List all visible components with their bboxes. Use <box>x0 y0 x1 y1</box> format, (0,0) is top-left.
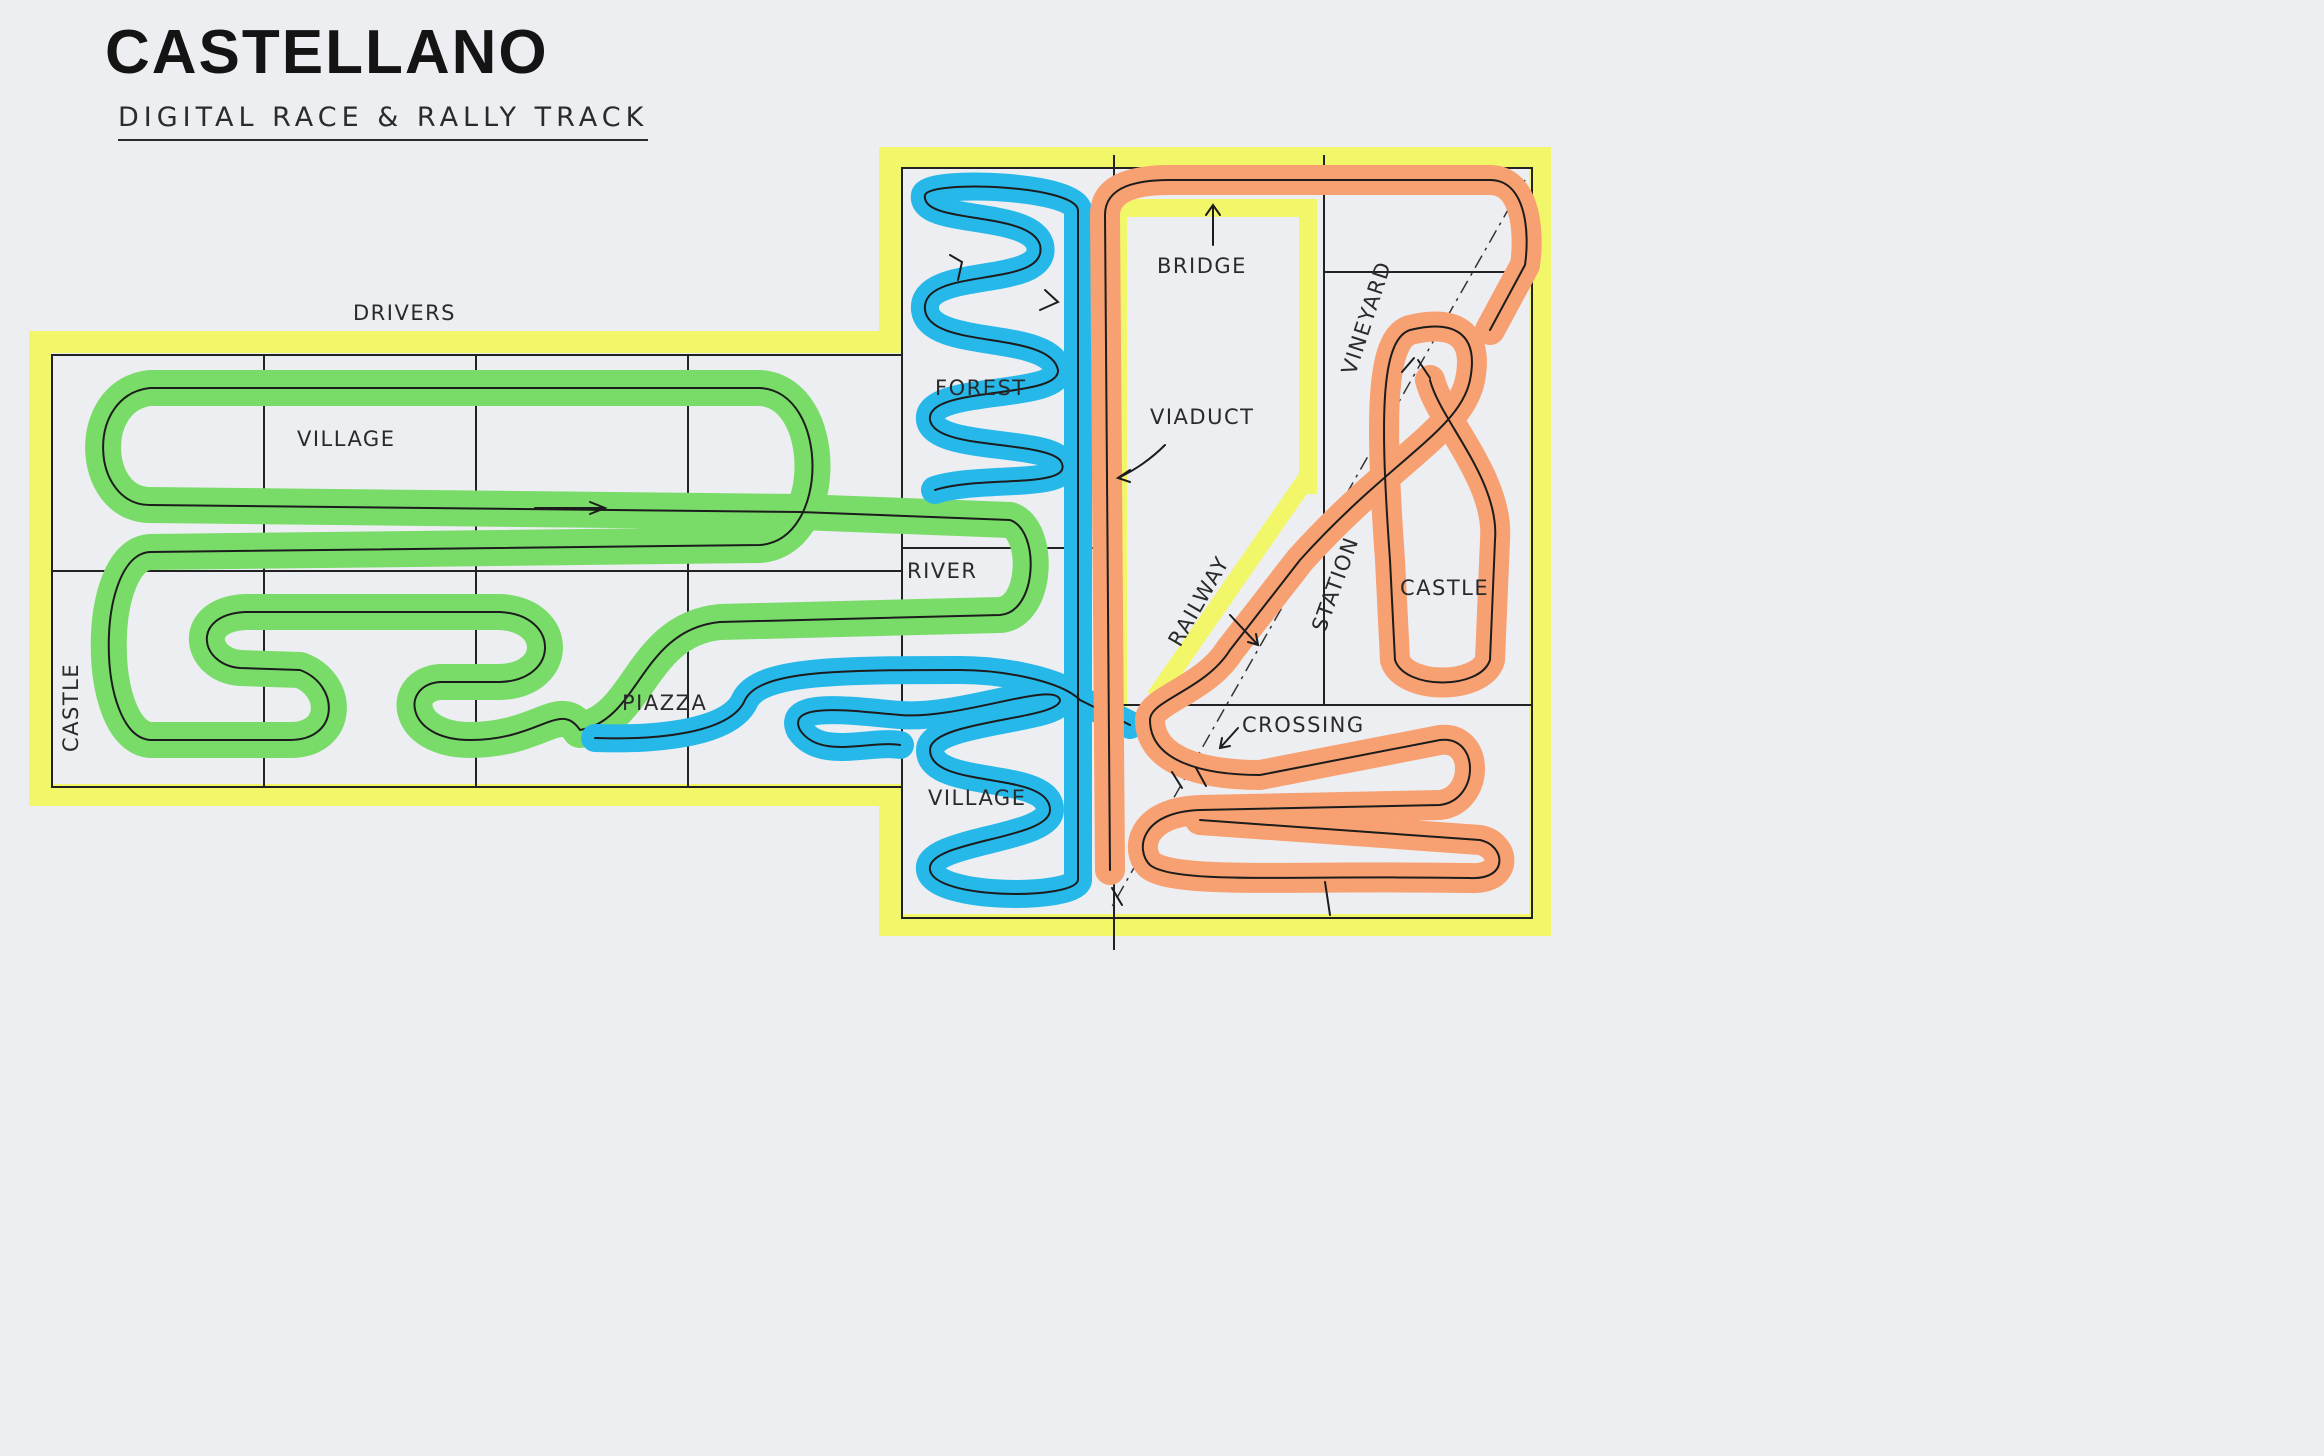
label-forest: FOREST <box>935 376 1027 400</box>
label-castle-left: CASTLE <box>59 663 83 752</box>
label-village-left: VILLAGE <box>297 427 395 451</box>
orange-rally-track <box>1090 165 1542 893</box>
lap-counter-tick <box>1111 887 1123 906</box>
annotation-arrows <box>534 203 1431 916</box>
lap-counter-tick <box>1039 289 1060 311</box>
lap-counter-tick <box>949 254 964 281</box>
viaduct-pointer-arrow <box>1115 444 1166 483</box>
label-crossing: CROSSING <box>1242 713 1365 737</box>
lap-counter-tick <box>1401 357 1431 379</box>
lap-counter-tick <box>1171 767 1207 789</box>
label-village-bottom: VILLAGE <box>928 786 1026 810</box>
label-river: RIVER <box>907 559 978 583</box>
label-castle-right: CASTLE <box>1400 576 1489 600</box>
green-rally-track <box>85 370 1049 758</box>
direction-arrow <box>534 501 608 515</box>
title: CASTELLANO <box>105 18 549 87</box>
lap-counter-tick <box>1324 881 1331 916</box>
track-layout-diagram: DRIVERS VILLAGE CASTLE RIVER PIAZZA FORE… <box>29 147 1551 950</box>
railway-pointer-arrow <box>1229 614 1260 647</box>
label-drivers: DRIVERS <box>353 301 456 325</box>
label-viaduct: VIADUCT <box>1150 405 1254 429</box>
crossing-pointer-arrow <box>1218 727 1239 750</box>
blue-rally-track <box>581 172 1144 908</box>
subtitle: DIGITAL RACE & RALLY TRACK <box>118 104 649 141</box>
baseboard-highlight <box>29 147 1551 936</box>
bridge-pointer-arrow <box>1205 203 1221 246</box>
label-piazza: PIAZZA <box>622 691 707 715</box>
label-bridge: BRIDGE <box>1157 254 1247 278</box>
